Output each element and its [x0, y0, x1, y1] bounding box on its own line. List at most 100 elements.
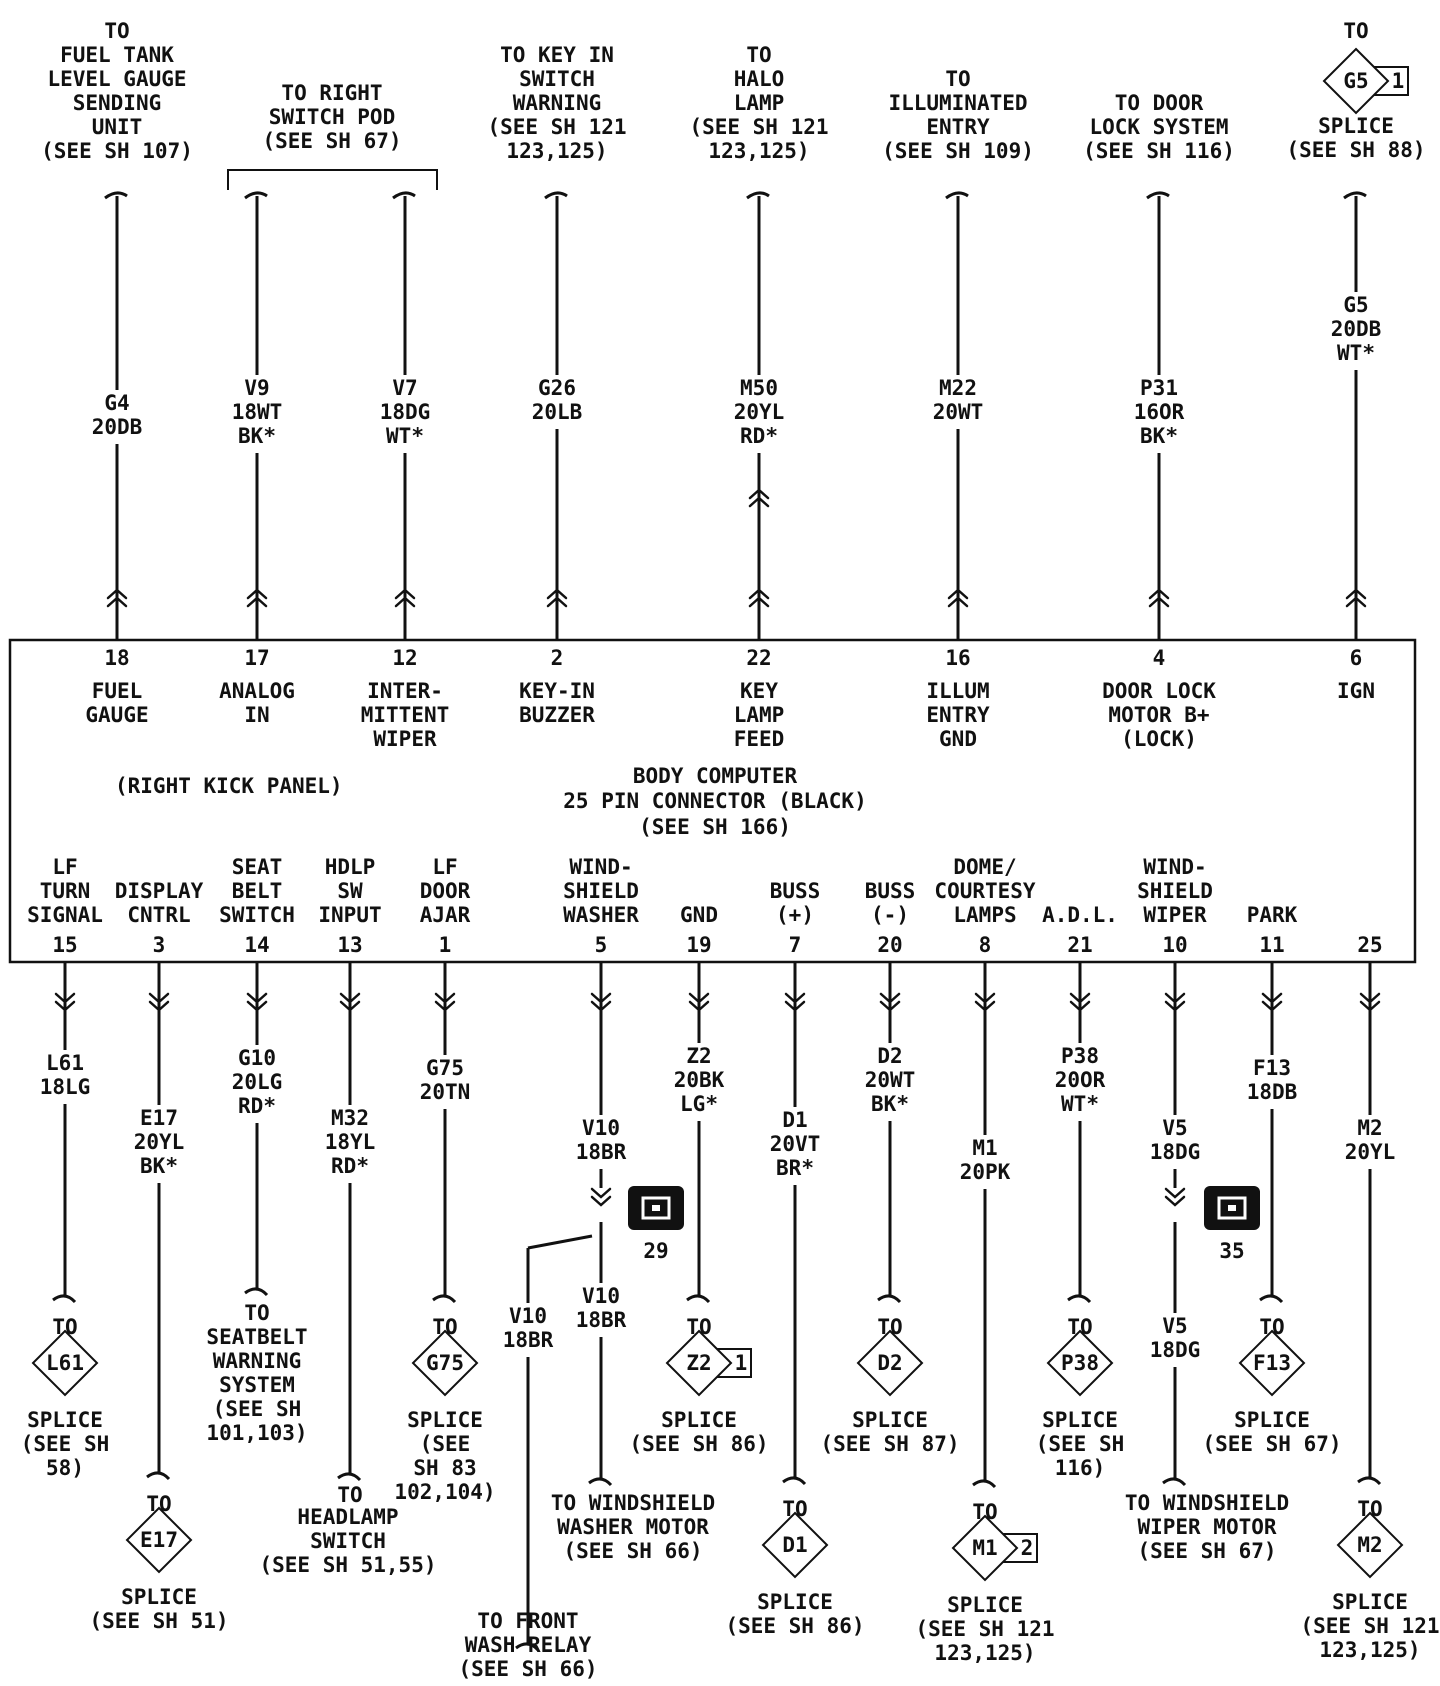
- bottom-pin-14-func-0: SEAT: [232, 855, 283, 879]
- top-pin-22-wire-label-bg: [717, 375, 801, 453]
- top-pin-12-wire-label-2: WT*: [386, 424, 424, 448]
- bottom-pin-15-func-0: LF: [52, 855, 77, 879]
- top-pin-18-dest-2: LEVEL GAUGE: [47, 67, 186, 91]
- bottom-pin-20-wire-label-bg: [848, 1043, 932, 1121]
- top-pin-16-func-1: ENTRY: [926, 703, 990, 727]
- v5-lower-wire-label-1: 18DG: [1150, 1338, 1201, 1362]
- bottom-pin-5-wire-label-bg: [559, 1115, 643, 1169]
- module-connector: 25 PIN CONNECTOR (BLACK): [563, 789, 866, 813]
- bottom-pin-1-dest-rest-3: 102,104): [394, 1480, 495, 1504]
- top-pin-17-wire-label-bg: [215, 375, 299, 453]
- top-pin-18-dest-4: UNIT: [92, 115, 143, 139]
- bottom-pin-3-dest-0: TO: [146, 1492, 171, 1516]
- bottom-pin-15-dest-rest-2: 58): [46, 1456, 84, 1480]
- bottom-pin-8-wire-label-0: M1: [972, 1136, 997, 1160]
- top-pin-12-wire-label-0: V7: [392, 376, 417, 400]
- top-pin-4-dest-2: (SEE SH 116): [1083, 139, 1235, 163]
- top-pin-18-dest-3: SENDING: [73, 91, 162, 115]
- bottom-pin-19-dest-rest-0: SPLICE: [661, 1408, 737, 1432]
- top-pin-18-wire-label-1: 20DB: [92, 415, 143, 439]
- top-pin-22-inline-connector: [748, 488, 770, 508]
- bottom-pin-20-wire-label-0: D2: [877, 1044, 902, 1068]
- bottom-pin-19-wire-label-1: 20BK: [674, 1068, 725, 1092]
- top-pin-12-wire-label-bg: [363, 375, 447, 453]
- top-pin-22-func-1: LAMP: [734, 703, 785, 727]
- bottom-pin-21-dest-rest-1: (SEE SH: [1036, 1432, 1125, 1456]
- bottom-pin-20-end: [877, 1294, 902, 1304]
- bottom-pin-8-number: 8: [979, 933, 992, 957]
- bottom-pin-20-dest-rest-0: SPLICE: [852, 1408, 928, 1432]
- module-name: BODY COMPUTER: [633, 764, 798, 788]
- top-pin-6-dest-3: SPLICE: [1318, 114, 1394, 138]
- top-pin-2-func-0: KEY-IN: [519, 679, 595, 703]
- top-pin-17-func-1: IN: [244, 703, 269, 727]
- top-pin-2-func-1: BUZZER: [519, 703, 595, 727]
- bottom-pin-10-dest-0: TO WINDSHIELD: [1125, 1491, 1289, 1515]
- top-pin-18-func-0: FUEL: [92, 679, 143, 703]
- ground-ref-35-num: 35: [1219, 1239, 1244, 1263]
- bottom-pin-14-wire-label-0: G10: [238, 1046, 276, 1070]
- bottom-pin-19-func-0: GND: [680, 903, 718, 927]
- bottom-pin-1-func-0: LF: [432, 855, 457, 879]
- bottom-pin-3-wire-label-2: BK*: [140, 1154, 178, 1178]
- bottom-pin-5-func-2: WASHER: [563, 903, 639, 927]
- top-pin-6-wire-label-1: 20DB: [1331, 317, 1382, 341]
- top-pin-22-wire-label-0: M50: [740, 376, 778, 400]
- bottom-pin-19-wire-label-0: Z2: [686, 1044, 711, 1068]
- bottom-pin-14-number: 14: [244, 933, 269, 957]
- top-pin-2-end: [544, 191, 568, 200]
- bottom-pin-5-dest-2: (SEE SH 66): [563, 1539, 702, 1563]
- top-pin-2-wire-label-0: G26: [538, 376, 576, 400]
- top-pin-4-func-0: DOOR LOCK: [1102, 679, 1216, 703]
- bottom-pin-3-wire-label-bg: [117, 1105, 201, 1183]
- bottom-pin-13-wire-label-0: M32: [331, 1106, 369, 1130]
- bottom-pin-8-dest-rest-2: 123,125): [934, 1641, 1035, 1665]
- top-pin-16-func-2: GND: [939, 727, 977, 751]
- bottom-pin-7-wire-label-bg: [753, 1107, 837, 1185]
- bottom-pin-15-dest-rest-1: (SEE SH: [21, 1432, 110, 1456]
- top-pin-16-wire-label-bg: [916, 375, 1000, 429]
- bottom-pin-25-end: [1357, 1476, 1382, 1486]
- v10-lower-wire-label-0: V10: [582, 1284, 620, 1308]
- bottom-pin-19-wire-label-2: LG*: [680, 1092, 718, 1116]
- bottom-pin-25-wire-label-bg: [1328, 1115, 1412, 1169]
- top-pin-22-dest-3: (SEE SH 121: [689, 115, 828, 139]
- v5-inline-connector: [1164, 1187, 1186, 1207]
- bottom-pin-1-dest-rest-0: SPLICE: [407, 1408, 483, 1432]
- bottom-pin-5-dest-1: WASHER MOTOR: [557, 1515, 709, 1539]
- bottom-pin-11-end: [1259, 1294, 1284, 1304]
- wires-layer: [23, 47, 1412, 1652]
- top-pin-4-dest-1: LOCK SYSTEM: [1089, 115, 1228, 139]
- top-pin-6-number: 6: [1350, 646, 1363, 670]
- bottom-pin-8-dest-rest-1: (SEE SH 121: [915, 1617, 1054, 1641]
- top-pin-16-connector: [947, 588, 969, 608]
- bottom-pin-15-func-1: TURN: [40, 879, 91, 903]
- top-pin-2-wire-label-bg: [515, 375, 599, 429]
- bottom-pin-20-wire-label-1: 20WT: [865, 1068, 916, 1092]
- bottom-pin-20-wire-label-2: BK*: [871, 1092, 909, 1116]
- top-pin-12-wire-label-1: 18DG: [380, 400, 431, 424]
- bottom-pin-13-wire-label-2: RD*: [331, 1154, 369, 1178]
- ground-ref-29: [628, 1186, 684, 1230]
- top-pin-22-wire-label-2: RD*: [740, 424, 778, 448]
- bottom-pin-20-func-1: (-): [871, 903, 909, 927]
- bottom-pin-10-wire-label-0: V5: [1162, 1116, 1187, 1140]
- bottom-pin-8-func-0: DOME/: [953, 855, 1016, 879]
- top-pin-2-dest-0: TO KEY IN: [500, 43, 614, 67]
- bottom-pin-21-end: [1067, 1294, 1092, 1304]
- v10-branch-dest-2: (SEE SH 66): [458, 1657, 597, 1681]
- top-pin-4-wire-label-2: BK*: [1140, 424, 1178, 448]
- top-pin-4-func-1: MOTOR B+: [1108, 703, 1209, 727]
- bottom-pin-11-splice-label: F13: [1253, 1351, 1291, 1375]
- bottom-pin-25-number: 25: [1357, 933, 1382, 957]
- bottom-pin-11-wire-label-1: 18DB: [1247, 1080, 1298, 1104]
- top-pin-22-end: [746, 191, 770, 200]
- bottom-pin-1-splice: [411, 1329, 479, 1397]
- bottom-pin-11-wire-label-0: F13: [1253, 1056, 1291, 1080]
- bottom-pin-15-dest-rest-0: SPLICE: [27, 1408, 103, 1432]
- bottom-pin-13-wire-label-bg: [308, 1105, 392, 1183]
- bottom-pin-7-dest-0: TO: [782, 1497, 807, 1521]
- bottom-pin-7-dest-rest-0: SPLICE: [757, 1590, 833, 1614]
- top-pin-18-dest-1: FUEL TANK: [60, 43, 174, 67]
